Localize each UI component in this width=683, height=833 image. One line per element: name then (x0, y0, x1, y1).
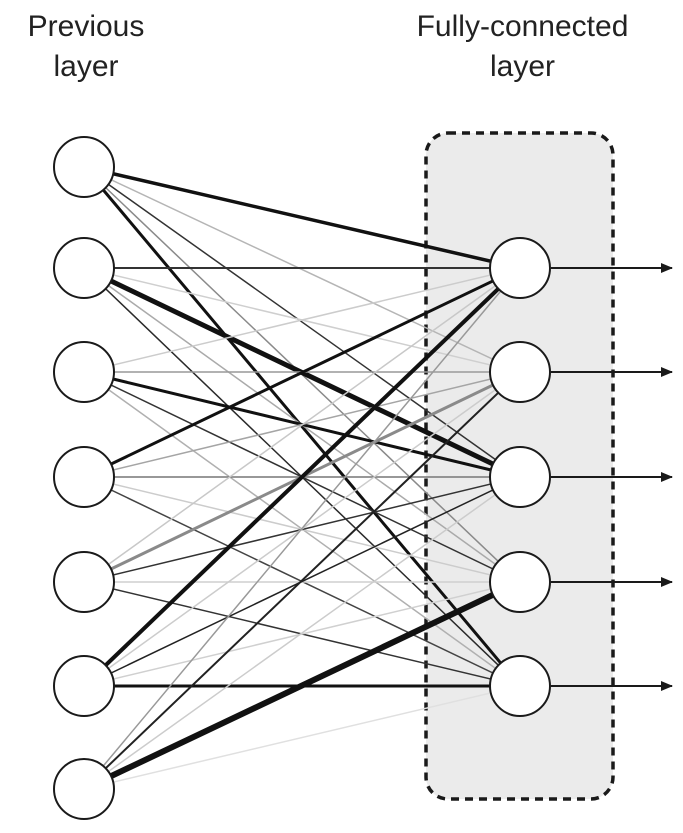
connection-line (82, 266, 522, 688)
fully-connected-nodes (489, 237, 551, 717)
output-arrows (551, 263, 673, 691)
fully-connected-node (489, 551, 551, 613)
connection-line (83, 581, 521, 687)
previous-layer-node (53, 446, 115, 508)
connection-line (81, 579, 523, 792)
connection-line (83, 476, 521, 790)
fully-connected-node (489, 655, 551, 717)
connection-line (82, 266, 522, 479)
previous-layer-node (53, 341, 115, 403)
fully-connected-node (489, 237, 551, 299)
previous-layer-node (53, 758, 115, 820)
previous-layer-node (53, 237, 115, 299)
connection-line (83, 166, 521, 478)
connection-lines (81, 165, 523, 792)
connection-line (83, 267, 521, 790)
connection-line (83, 267, 521, 583)
fully-connected-node (489, 446, 551, 508)
previous-layer-nodes (53, 136, 115, 820)
previous-layer-node (53, 655, 115, 717)
connection-line (83, 267, 521, 373)
previous-layer-node (53, 136, 115, 198)
connection-line (83, 371, 521, 790)
connection-line (83, 685, 521, 790)
previous-layer-label: Previous layer (27, 10, 145, 83)
fully-connected-layer-label: Fully-connected layer (416, 10, 629, 83)
fully-connected-node (489, 341, 551, 403)
previous-layer-node (53, 551, 115, 613)
connection-line (82, 165, 522, 270)
